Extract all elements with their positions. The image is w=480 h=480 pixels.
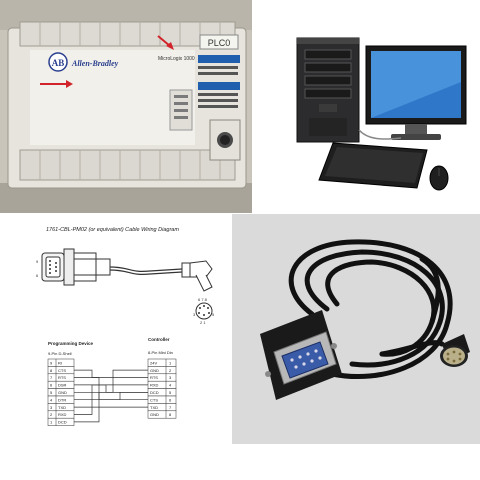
device-pin-number: 8	[50, 368, 53, 373]
device-pin-number: 2	[50, 412, 53, 417]
controller-pin-name: TXD	[150, 405, 158, 410]
cable-photo	[232, 214, 480, 444]
svg-text:5: 5	[212, 312, 215, 317]
wire-line	[74, 391, 148, 401]
device-pin-name: GND	[58, 390, 67, 395]
controller-pin-name: RTS	[150, 375, 158, 380]
controller-pin-row	[147, 410, 177, 419]
device-pin-number: 3	[50, 405, 53, 410]
controller-pin-name: GND	[150, 368, 159, 373]
wire-line	[74, 384, 148, 393]
mini-din-plug-icon	[440, 334, 470, 367]
svg-text:3: 3	[193, 312, 196, 317]
red-arrow-icon	[157, 35, 174, 50]
controller-pin-number: 1	[169, 360, 172, 365]
device-pin-number: 5	[50, 390, 53, 395]
wire-line	[74, 377, 148, 401]
device-pin-name: CTS	[58, 368, 66, 373]
device-pin-name: TXD	[58, 405, 66, 410]
device-pin-name: RXD	[58, 412, 67, 417]
svg-text:6: 6	[36, 273, 39, 278]
red-arrow-icon	[40, 80, 73, 88]
device-pin-name: DSR	[58, 383, 67, 388]
controller-pin-name: GND	[150, 412, 159, 417]
device-pin-number: 9	[50, 360, 53, 365]
svg-text:6 7 8: 6 7 8	[198, 297, 208, 302]
device-pin-number: 1	[50, 420, 53, 425]
device-pin-name: RTS	[58, 375, 66, 380]
svg-text:9: 9	[36, 259, 39, 264]
wire-line	[74, 369, 148, 378]
controller-pin-name: RXD	[150, 383, 159, 388]
computer-photo	[253, 0, 480, 213]
device-pin-name: DCD	[58, 420, 67, 425]
controller-pin-number: 6	[169, 397, 172, 402]
controller-sub: 8-Pin Mini Din	[148, 350, 173, 355]
controller-pin-number: 3	[169, 375, 172, 380]
device-pin-number: 6	[50, 383, 53, 388]
wire-line	[74, 384, 148, 415]
wire-line	[74, 391, 148, 423]
diagram-title: 1761-CBL-PM02 (or equivalent) Cable Wiri…	[46, 227, 179, 233]
device-pin-number: 7	[50, 375, 53, 380]
controller-pin-number: 8	[169, 412, 172, 417]
allen-bradley-logo-icon: AB	[48, 52, 68, 72]
controller-pin-number: 5	[169, 390, 172, 395]
device-sub: 9-Pin D-Shell	[48, 351, 72, 356]
device-pin-number: 4	[50, 397, 53, 402]
device-pin-name: RI	[58, 360, 62, 365]
device-pin-name: DTR	[58, 397, 66, 402]
db9-connector-icon	[260, 310, 342, 400]
mini-din-connector-drawing: 6 7 8 3 5 2 1	[181, 260, 215, 325]
plc-model: MicroLogix 1000	[158, 56, 195, 62]
plc-brand: Allen-Bradley	[71, 59, 119, 68]
controller-pin-number: 7	[169, 405, 172, 410]
controller-pin-number: 2	[169, 368, 172, 373]
svg-text:AB: AB	[52, 58, 65, 68]
device-label: Programming Device	[48, 341, 94, 346]
db9-connector-drawing: 9 6	[36, 248, 111, 286]
device-pin-table: 9 RI 8 CTS 7 RTS 6 DSR 5 GND 4 DTR 3 TXD 2 RXD 1 DCD	[47, 358, 75, 426]
svg-text:2 1: 2 1	[200, 320, 206, 325]
controller-pin-name: DCD	[150, 390, 159, 395]
controller-pin-name: 24V	[150, 360, 157, 365]
controller-label: Controller	[148, 337, 170, 342]
controller-pin-number: 4	[169, 383, 172, 388]
wire-line	[74, 369, 148, 393]
plc-tag: PLC0	[208, 38, 231, 48]
wiring-lines	[74, 369, 148, 423]
plc-photo: AB Allen-Bradley MicroLogix 1000 PLC0	[0, 0, 252, 213]
wiring-diagram: 1761-CBL-PM02 (or equivalent) Cable Wiri…	[0, 213, 240, 480]
controller-pin-name: CTS	[150, 397, 158, 402]
